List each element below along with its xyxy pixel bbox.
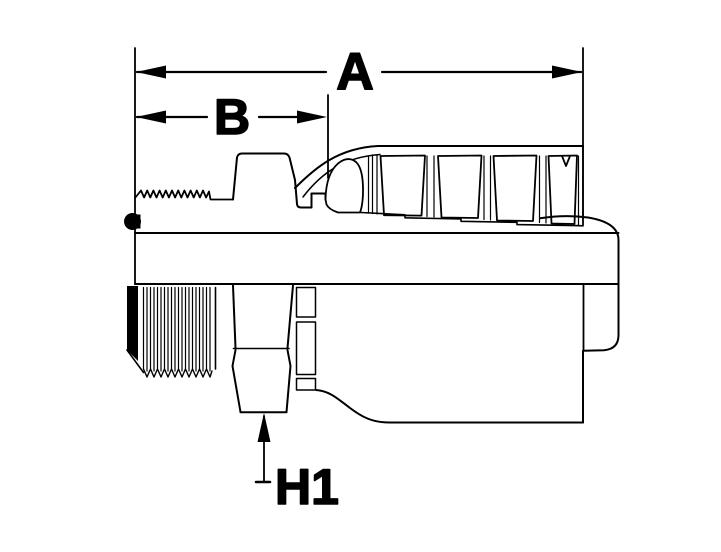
dimension-a-group: A [134, 42, 584, 285]
thread-flank-lines [142, 286, 211, 372]
nipple-nose-bulb [324, 158, 364, 214]
dim-a-arrowhead-right [552, 65, 582, 79]
tooth-1 [379, 154, 426, 217]
dim-b-arrowhead-right [297, 110, 327, 124]
dimension-b-group: B [135, 88, 329, 179]
nut-section-profile [232, 152, 327, 209]
shell-outer-bell-curve [294, 145, 584, 189]
dimension-h1-group: H1 [254, 413, 340, 516]
o-ring-flat [135, 214, 141, 229]
tooth-3 [492, 154, 538, 222]
serration-teeth [379, 154, 578, 225]
collar-band-3 [295, 377, 317, 391]
dim-a-arrowhead-left [136, 65, 166, 79]
nut-section-view [232, 152, 327, 209]
tooth-4-notch [561, 155, 571, 167]
male-thread-external-view [126, 286, 217, 378]
collar-band-2 [295, 321, 317, 376]
male-thread-section-view [134, 189, 234, 201]
hex-lower-left-edge [231, 349, 242, 413]
shell-skirt-curve [315, 389, 584, 424]
hex-lower-right-edge [285, 349, 292, 413]
thread-root-zigzag [142, 368, 213, 378]
thread-end-chamfer [126, 349, 145, 374]
hex-nut-external-view [231, 284, 294, 414]
serration-ramp [360, 211, 584, 227]
serration-grooves [367, 154, 580, 227]
shell-end-cap [539, 215, 620, 352]
hex-upper-right-edge [286, 284, 294, 349]
collar-band-1 [295, 286, 317, 318]
dim-h1-arrowhead-up [257, 413, 271, 442]
thread-edge-shadow [127, 286, 138, 361]
thread-crest-zigzag [134, 189, 234, 201]
shell-section-view [294, 145, 620, 352]
dim-b-arrowhead-left [136, 110, 166, 124]
o-ring-seal [124, 213, 141, 230]
tooth-2 [437, 154, 483, 219]
shell-external-view [295, 286, 584, 424]
dim-h1-label: H1 [275, 459, 339, 515]
dim-a-label: A [336, 43, 374, 101]
dim-b-label: B [214, 89, 250, 145]
hex-upper-left-edge [232, 284, 237, 349]
fitting-body-lines [134, 232, 620, 285]
tooth-4 [547, 154, 578, 225]
